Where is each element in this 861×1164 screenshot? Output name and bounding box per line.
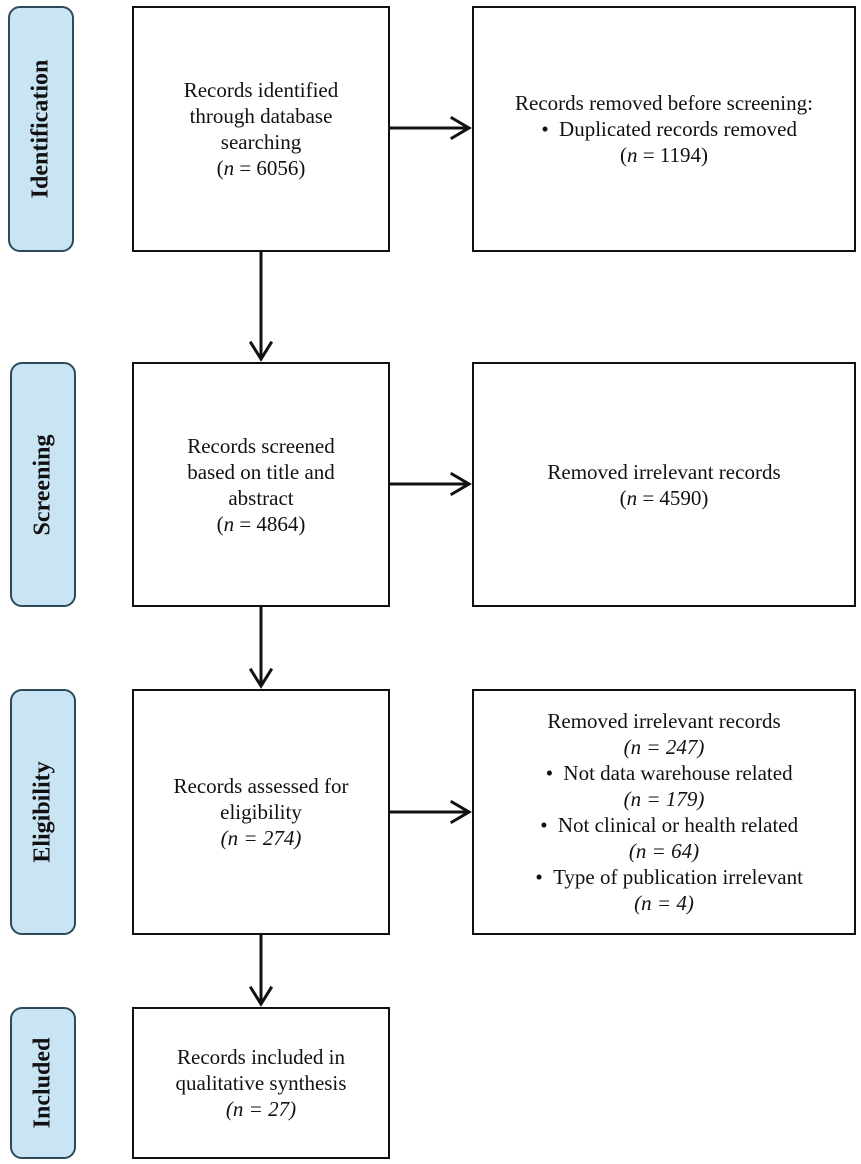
arrowhead-down — [248, 667, 274, 689]
records-removed-before-screening-box: Records removed before screening: • Dupl… — [472, 6, 856, 252]
count-paren: ( — [216, 511, 224, 536]
record-count: (n = 64) — [628, 839, 700, 863]
box-text-line: Records screened — [187, 433, 335, 458]
bullet-item: • Type of publication irrelevant — [525, 864, 803, 890]
bullet-icon: • — [541, 117, 549, 141]
bullet-item: • Not data warehouse related — [535, 760, 793, 786]
box-text-line: based on title and — [187, 459, 335, 484]
count-variable: n — [223, 511, 235, 536]
count-value: = 4864) — [234, 511, 306, 536]
removed-irrelevant-records-box: Removed irrelevant records (n = 4590) — [472, 362, 856, 607]
record-count: (n = 274) — [220, 826, 302, 850]
record-count: (n = 4864) — [217, 511, 306, 537]
count-value: = 1194) — [637, 143, 709, 167]
phase-eligibility: Eligibility — [10, 689, 76, 935]
records-identified-box: Records identified through database sear… — [132, 6, 390, 252]
record-count: (n = 4590) — [620, 485, 709, 511]
record-count: (n = 4) — [634, 891, 694, 915]
record-count: (n = 27) — [225, 1097, 297, 1121]
box-title: Records removed before screening: — [515, 91, 813, 115]
phase-identification: Identification — [8, 6, 74, 252]
excluded-records-box: Removed irrelevant records (n = 247) • N… — [472, 689, 856, 935]
box-text-line: through database — [189, 104, 333, 128]
bullet-label: Not data warehouse related — [563, 761, 793, 785]
box-title: Removed irrelevant records — [547, 709, 781, 733]
phase-included: Included — [10, 1007, 76, 1159]
count-value: = 6056) — [234, 156, 306, 180]
bullet-label: Not clinical or health related — [557, 813, 799, 837]
record-count: (n = 247) — [623, 735, 705, 759]
box-text-line: searching — [220, 130, 302, 154]
count-value: = 4590) — [637, 485, 709, 510]
count-paren: ( — [619, 143, 627, 167]
arrowhead-right — [449, 115, 472, 141]
records-screened-box: Records screened based on title and abst… — [132, 362, 390, 607]
record-count: (n = 179) — [623, 787, 705, 811]
arrowhead-right — [449, 471, 472, 497]
records-included-box: Records included in qualitative synthesi… — [132, 1007, 390, 1159]
count-variable: n — [223, 156, 235, 180]
bullet-icon: • — [545, 761, 554, 785]
count-paren: ( — [619, 485, 627, 510]
box-title: Removed irrelevant records — [547, 459, 781, 484]
bullet-icon: • — [540, 813, 548, 837]
count-variable: n — [626, 143, 638, 167]
bullet-item: • Duplicated records removed — [531, 116, 797, 142]
bullet-label: Type of publication irrelevant — [553, 865, 803, 889]
phase-screening: Screening — [10, 362, 76, 607]
count-paren: ( — [216, 156, 224, 180]
records-assessed-eligibility-box: Records assessed for eligibility (n = 27… — [132, 689, 390, 935]
bullet-icon: • — [535, 865, 543, 889]
arrowhead-down — [248, 985, 274, 1007]
box-text-line: eligibility — [220, 800, 302, 824]
box-text-line: Records included in — [177, 1045, 345, 1069]
box-text-line: Records identified — [183, 78, 339, 102]
arrowhead-down — [248, 340, 274, 362]
arrowhead-right — [449, 799, 472, 825]
box-text-line: qualitative synthesis — [175, 1071, 347, 1095]
record-count: (n = 1194) — [620, 142, 708, 168]
record-count: (n = 6056) — [217, 155, 306, 181]
box-text-line: abstract — [228, 485, 294, 510]
count-variable: n — [626, 485, 638, 510]
bullet-item: • Not clinical or health related — [530, 812, 798, 838]
box-text-line: Records assessed for — [173, 774, 349, 798]
bullet-label: Duplicated records removed — [559, 117, 797, 141]
